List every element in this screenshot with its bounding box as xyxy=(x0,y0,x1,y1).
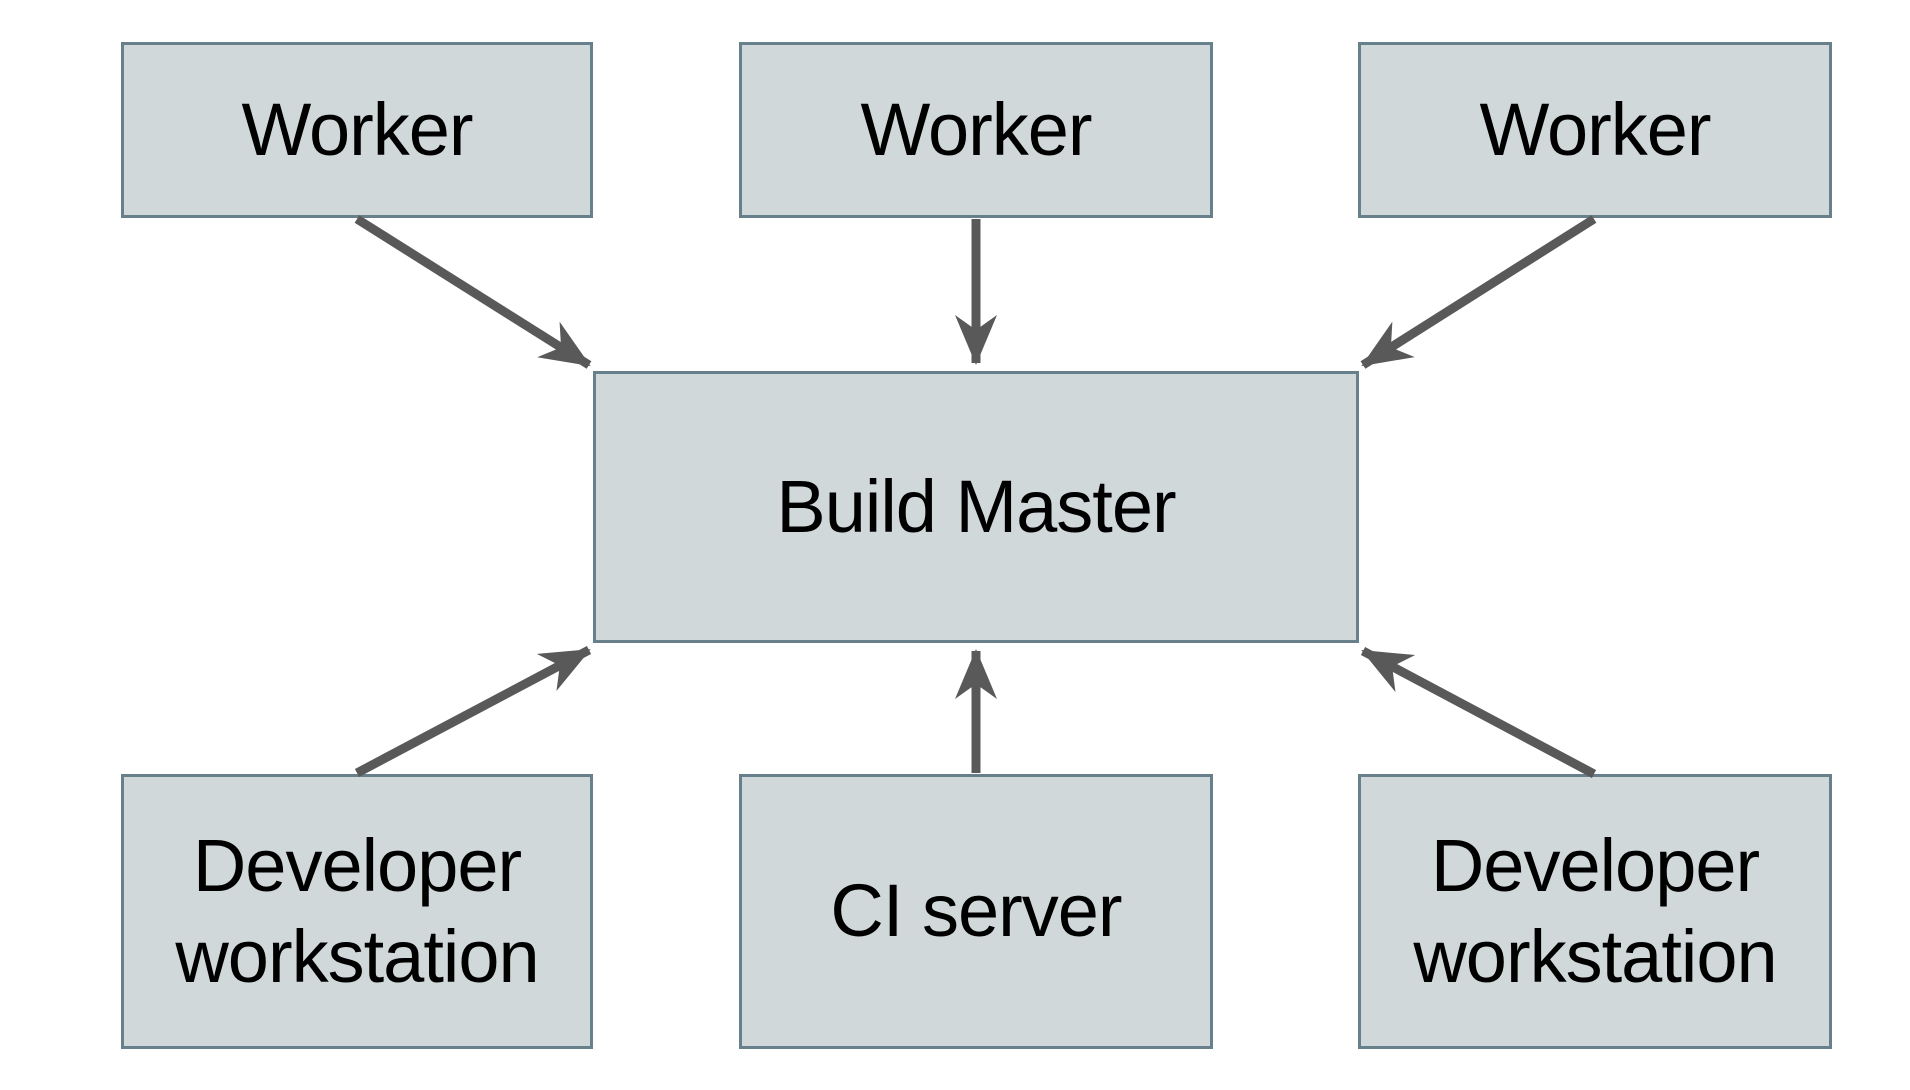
node-build-master: Build Master xyxy=(593,371,1359,643)
arrow-dev-right-to-build-master xyxy=(1360,647,1597,778)
arrow-worker-right-to-build-master xyxy=(1360,215,1597,369)
node-developer-workstation-right-label: Developer workstation xyxy=(1413,824,1777,998)
node-worker-middle: Worker xyxy=(739,42,1213,218)
node-ci-server-label: CI server xyxy=(830,869,1122,953)
node-developer-workstation-left-label: Developer workstation xyxy=(175,824,539,998)
node-worker-left-label: Worker xyxy=(241,87,473,171)
node-worker-left: Worker xyxy=(121,42,593,218)
arrow-dev-left-to-build-master xyxy=(354,646,592,777)
node-developer-workstation-left: Developer workstation xyxy=(121,774,593,1049)
node-worker-right: Worker xyxy=(1358,42,1832,218)
node-worker-right-label: Worker xyxy=(1479,87,1711,171)
node-worker-middle-label: Worker xyxy=(860,87,1092,171)
arrow-worker-left-to-build-master xyxy=(354,215,592,369)
node-developer-workstation-right: Developer workstation xyxy=(1358,774,1832,1049)
node-build-master-label: Build Master xyxy=(776,464,1176,548)
node-ci-server: CI server xyxy=(739,774,1213,1049)
